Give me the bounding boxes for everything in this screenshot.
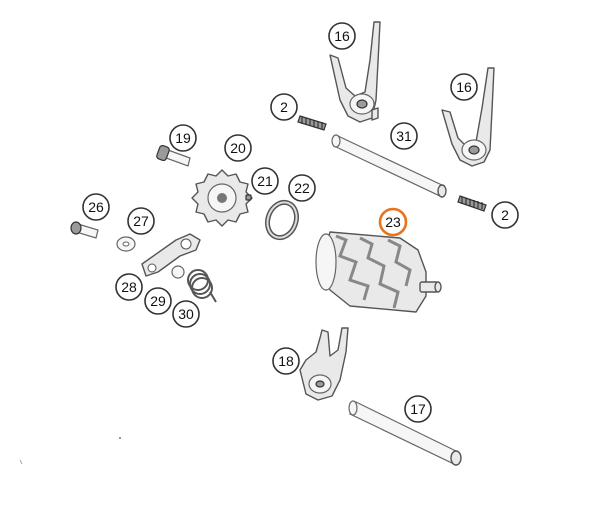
callout-label: 26 (88, 199, 104, 215)
callout-21[interactable]: 21 (251, 167, 279, 195)
callout-17[interactable]: 17 (404, 395, 432, 423)
torsion-spring-part-30 (187, 269, 217, 303)
callout-28[interactable]: 28 (115, 273, 143, 301)
bolt-part-19 (156, 144, 191, 167)
spring-part-2-right (457, 195, 487, 212)
stray-mark (119, 437, 121, 439)
callout-29[interactable]: 29 (144, 287, 172, 315)
callout-31[interactable]: 31 (390, 122, 418, 150)
callout-16-top[interactable]: 16 (328, 22, 356, 50)
callout-label: 29 (150, 293, 166, 309)
callout-label: 28 (121, 279, 137, 295)
callout-27[interactable]: 27 (127, 207, 155, 235)
callout-16-right[interactable]: 16 (450, 73, 478, 101)
stray-mark (19, 459, 23, 465)
shift-drum-part-23 (315, 231, 442, 313)
callout-label: 2 (280, 99, 288, 115)
callout-label: 20 (230, 140, 246, 156)
bolt-part-26 (70, 221, 99, 239)
callout-label: 16 (456, 79, 472, 95)
callout-label: 27 (133, 213, 149, 229)
shift-fork-part-18 (299, 327, 349, 401)
callout-22[interactable]: 22 (288, 174, 316, 202)
spring-part-2-left (297, 115, 327, 131)
shift-star-part-20 (191, 169, 253, 227)
callout-2-left[interactable]: 2 (270, 93, 298, 121)
callout-label: 2 (501, 207, 509, 223)
callout-label: 16 (334, 28, 350, 44)
callout-label: 30 (178, 306, 194, 322)
ring-part-22 (264, 199, 300, 241)
shift-fork-part-16-top (329, 21, 381, 123)
callout-label: 22 (294, 180, 310, 196)
callout-26[interactable]: 26 (82, 193, 110, 221)
callout-18[interactable]: 18 (272, 347, 300, 375)
callout-label: 21 (257, 173, 273, 189)
callout-23[interactable]: 23 (378, 207, 408, 237)
pin-part-21 (245, 194, 252, 201)
callout-label: 23 (385, 214, 401, 230)
callout-label: 19 (175, 130, 191, 146)
washer-part-27 (116, 236, 136, 252)
shift-fork-part-16-right (441, 67, 495, 167)
callout-label: 31 (396, 128, 412, 144)
callout-2-right[interactable]: 2 (491, 201, 519, 229)
washer-part-29 (171, 265, 185, 279)
callout-19[interactable]: 19 (169, 124, 197, 152)
shaft-part-17 (348, 400, 462, 466)
callout-30[interactable]: 30 (172, 300, 200, 328)
callout-label: 18 (278, 353, 294, 369)
shaft-part-31 (331, 134, 447, 198)
callout-label: 17 (410, 401, 426, 417)
callout-20[interactable]: 20 (224, 134, 252, 162)
lever-part-28 (141, 233, 201, 277)
